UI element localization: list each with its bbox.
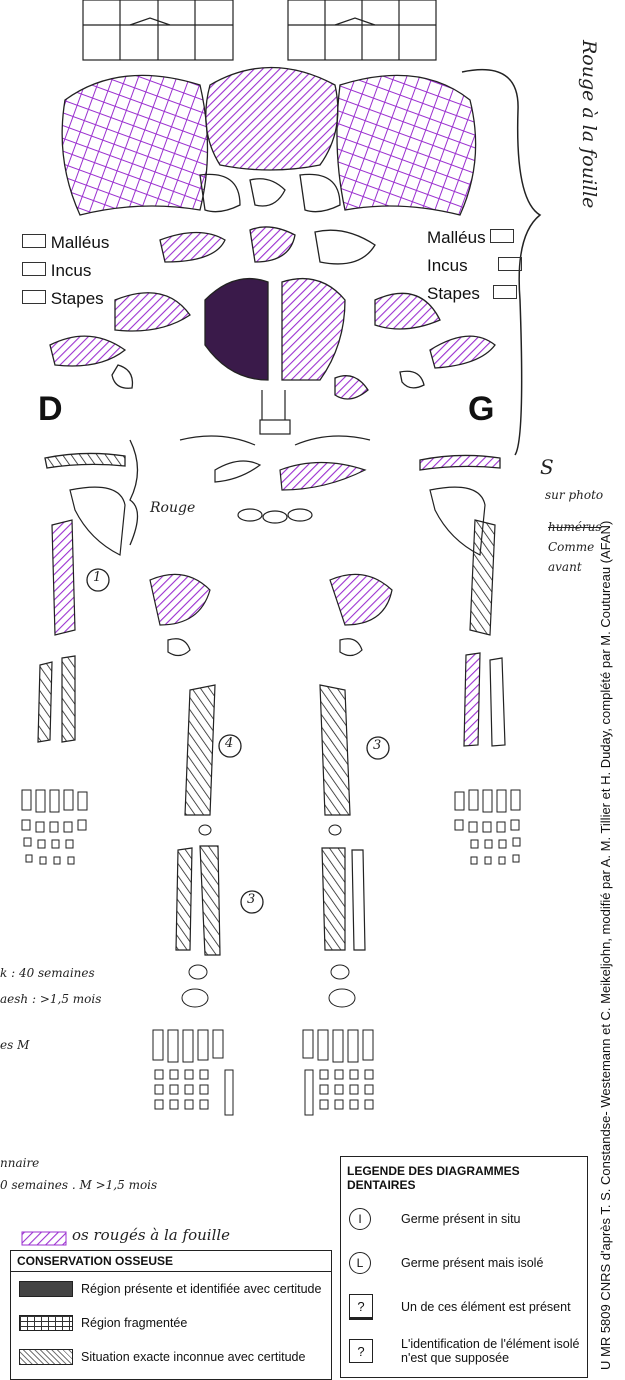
legend-text: L'identification de l'élément isolé n'es… (401, 1337, 581, 1365)
dental-legend-row: I Germe présent in situ (349, 1197, 581, 1241)
malleus-left-checkbox[interactable] (490, 229, 514, 243)
os-rouges-note: os rougés à la fouille (72, 1226, 230, 1244)
incus-left-label: Incus (427, 256, 468, 275)
left-note-5: 0 semaines . M >1,5 mois (0, 1178, 157, 1192)
dental-legend-row: L Germe présent mais isolé (349, 1241, 581, 1285)
left-hand (455, 790, 520, 864)
legend-text: Un de ces élément est présent (401, 1300, 571, 1314)
right-rib-hatched (215, 461, 260, 482)
right-humerus (52, 520, 75, 635)
circled-1-label: 1 (93, 570, 101, 585)
incus-left-checkbox[interactable] (498, 257, 522, 271)
circled-3b-label: 3 (247, 892, 255, 907)
side-note-3: Comme (548, 540, 594, 554)
dental-legend-title: LEGENDE DES DIAGRAMMES DENTAIRES (341, 1157, 587, 1198)
side-note-s: S (540, 455, 554, 479)
left-note-1: k : 40 semaines (0, 966, 95, 980)
stapes-left-checkbox[interactable] (493, 285, 517, 299)
rouge-fouille-note: Rouge à la fouille (578, 40, 600, 208)
right-temporal (160, 233, 225, 263)
right-hand (22, 790, 87, 864)
left-clavicle (420, 455, 500, 470)
side-label-left: G (468, 390, 494, 429)
legend-text: Région présente et identifiée avec certi… (81, 1282, 321, 1296)
legend-text: Région fragmentée (81, 1316, 187, 1330)
left-note-3: es M (0, 1038, 29, 1052)
incus-right-label: Incus (51, 261, 92, 280)
ossicle-row-stapes-right: Stapes (22, 289, 104, 309)
right-zygomatic (115, 293, 190, 331)
dental-diagram-right (83, 0, 233, 60)
right-scapula (70, 487, 125, 555)
legend-text: Situation exacte inconnue avec certitude (81, 1350, 305, 1364)
dental-legend-row: ? L'identification de l'élément isolé n'… (349, 1329, 581, 1373)
bone-legend-row: Situation exacte inconnue avec certitude (11, 1340, 331, 1374)
incus-right-checkbox[interactable] (22, 262, 46, 276)
malleus-left-label: Malléus (427, 228, 486, 247)
dental-legend: LEGENDE DES DIAGRAMMES DENTAIRES I Germe… (340, 1156, 588, 1378)
side-label-right: D (38, 390, 63, 429)
purple-swatch (22, 1232, 66, 1245)
side-note-4: avant (548, 560, 582, 574)
dental-diagram-left (288, 0, 436, 60)
right-ilium (150, 574, 210, 625)
left-tibia (322, 848, 345, 950)
ossicle-row-stapes-left: Stapes (427, 284, 517, 304)
stapes-left-label: Stapes (427, 284, 480, 303)
swatch-fragmented (19, 1315, 73, 1331)
ossicle-row-malleus-right: Malléus (22, 233, 109, 253)
symbol-in-situ: I (349, 1208, 371, 1230)
left-note-4: nnaire (0, 1156, 39, 1170)
malleus-right-checkbox[interactable] (22, 234, 46, 248)
right-mandible-dark (205, 279, 268, 380)
left-parietal (337, 75, 476, 215)
side-note-1: sur photo (545, 488, 603, 502)
dental-legend-rows: I Germe présent in situ L Germe présent … (349, 1197, 581, 1373)
symbol-isolated: L (349, 1252, 371, 1274)
bone-legend-title: CONSERVATION OSSEUSE (11, 1251, 331, 1272)
dental-legend-row: ? Un de ces élément est présent (349, 1285, 581, 1329)
swatch-certain (19, 1281, 73, 1297)
circled-4-label: 4 (225, 736, 233, 751)
vertical-credit: U MR 5809 CNRS d'après T. S. Constandse-… (598, 310, 613, 1370)
side-note-2: humérus (548, 520, 602, 534)
bone-conservation-legend: CONSERVATION OSSEUSE Région présente et … (10, 1250, 332, 1380)
stapes-right-label: Stapes (51, 289, 104, 308)
left-ilium (330, 574, 392, 625)
right-foot (153, 1030, 233, 1115)
left-foot (303, 1030, 373, 1115)
malleus-right-label: Malléus (51, 233, 110, 252)
right-parietal (62, 75, 207, 215)
frontal-bone (206, 68, 338, 171)
stapes-right-checkbox[interactable] (22, 290, 46, 304)
right-femur (185, 685, 215, 815)
left-femur (320, 685, 350, 815)
bone-legend-row: Région fragmentée (11, 1306, 331, 1340)
legend-text: Germe présent mais isolé (401, 1256, 543, 1270)
ossicle-row-incus-left: Incus (427, 256, 522, 276)
ossicle-row-incus-right: Incus (22, 261, 91, 281)
left-mandible (282, 279, 345, 380)
bone-legend-row: Région présente et identifiée avec certi… (11, 1272, 331, 1306)
ossicle-row-malleus-left: Malléus (427, 228, 514, 248)
right-tibia (176, 848, 192, 950)
rouge-note: Rouge (150, 500, 195, 516)
symbol-one-present: ? (349, 1294, 373, 1320)
right-clavicle (45, 453, 125, 468)
symbol-supposed: ? (349, 1339, 373, 1363)
left-note-2: aesh : >1,5 mois (0, 992, 101, 1006)
left-humerus (470, 520, 495, 635)
left-rib-hatched (280, 463, 365, 491)
circled-3-label: 3 (373, 738, 381, 753)
legend-text: Germe présent in situ (401, 1212, 521, 1226)
swatch-uncertain (19, 1349, 73, 1365)
